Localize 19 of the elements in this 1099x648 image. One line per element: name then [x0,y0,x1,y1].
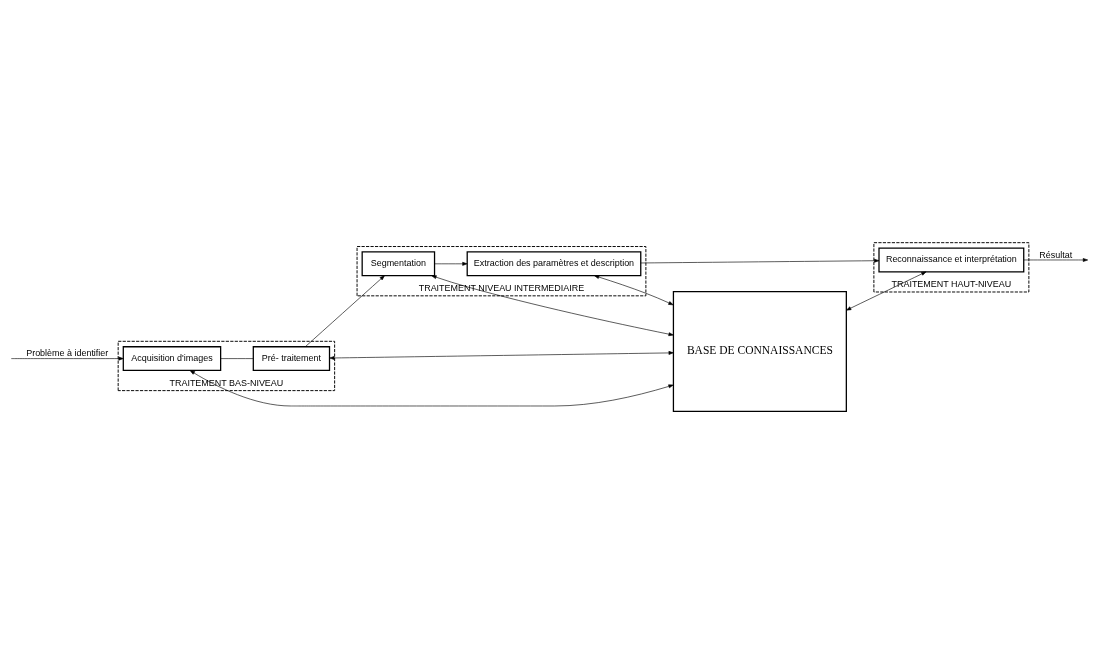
edge-label: Problème à identifier [26,347,109,358]
node-box: BASE DE CONNAISSANCES [672,290,847,412]
arrow [846,271,927,310]
arrow [594,274,674,305]
arrow [189,369,674,406]
arrow [329,350,674,360]
node-box: Acquisition d'images [122,345,222,371]
connector [220,357,254,359]
arrow [10,356,124,360]
arrow [305,274,385,347]
node-box: Segmentation [361,250,436,276]
arrow [640,258,880,263]
node-box: Reconnaissance et interprétation [878,247,1025,272]
arrow [1023,257,1088,262]
arrow [431,274,674,336]
node-box: Pré- traitement [252,345,331,371]
node-box: Extraction des paramètres et description [466,250,642,276]
arrow [434,261,468,266]
edge-label: Résultat [1039,249,1073,260]
